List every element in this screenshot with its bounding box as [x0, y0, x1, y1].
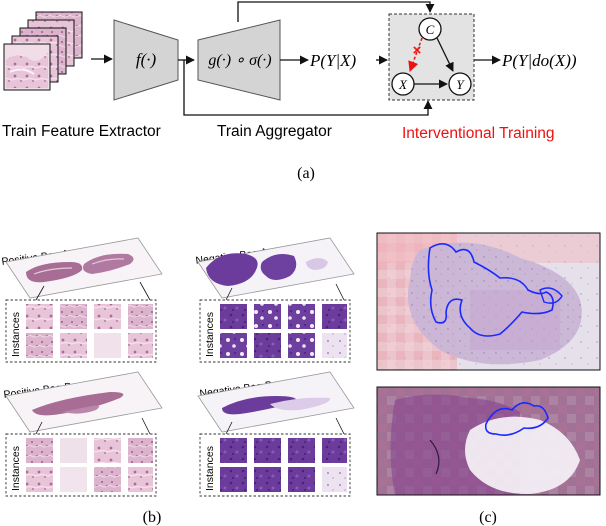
- node-c-label: C: [426, 22, 435, 37]
- label-interventional-training: Interventional Training: [402, 125, 555, 142]
- cut-mark: ×: [413, 42, 422, 59]
- tissue-neg-a-mid: [260, 254, 297, 280]
- edge-c-to-y: [436, 37, 454, 72]
- tumor-contour-2: [484, 402, 549, 436]
- label-train-feature-extractor: Train Feature Extractor: [2, 123, 161, 140]
- label-train-aggregator: Train Aggregator: [217, 123, 332, 140]
- slide-stack: [3, 11, 83, 91]
- negative-bag-b: Negative Bag B Instances: [197, 371, 355, 497]
- instance-grid-pos-b: [26, 438, 153, 492]
- instance-grid-neg-b: [220, 438, 347, 492]
- caption-a: (a): [297, 165, 315, 182]
- background-region-2: [465, 416, 580, 495]
- instances-label-neg-b: Instances: [204, 446, 216, 491]
- instances-label-neg-a: Instances: [204, 312, 216, 357]
- tissue-pos-b: [32, 392, 124, 416]
- instance-grid-pos-a: [26, 304, 153, 358]
- caption-c: (c): [479, 509, 497, 526]
- tissue-pos-a-left: [26, 262, 83, 283]
- instances-label-pos-b: Instances: [10, 446, 22, 491]
- positive-bag-b: Positive Bag B Instances: [3, 371, 163, 497]
- edge-c-to-x-cut: [408, 37, 423, 72]
- f-block-label: f(·): [136, 50, 157, 69]
- negative-bag-a: Negative Bag A Instances: [195, 237, 355, 363]
- heatmap-slide-2: [377, 387, 600, 495]
- heatmap-2-frame: [376, 386, 601, 496]
- g-block: [197, 19, 281, 101]
- node-c: [418, 17, 442, 41]
- panel-c: (c): [376, 232, 601, 526]
- tissue-neg-b-main: [222, 396, 297, 415]
- panel-a: f(·) g(·) ∘ σ(·) P(Y|X) C X Y × P(Y|do(X…: [2, 1, 577, 182]
- panel-b: Positive Bag A Instances Posit: [1, 237, 355, 526]
- heatmap-1-frame: [376, 232, 601, 371]
- observational-output: P(Y|X): [309, 51, 357, 70]
- f-block: [113, 19, 179, 101]
- g-block-label: g(·) ∘ σ(·): [208, 52, 271, 69]
- heatmap-slide-1: [377, 233, 600, 370]
- top-arrow-to-confounder: [237, 1, 435, 22]
- node-y: [448, 72, 472, 96]
- instance-grid-neg-a: [220, 304, 347, 358]
- caption-b: (b): [143, 509, 162, 526]
- instances-label-pos-a: Instances: [10, 312, 22, 357]
- interventional-output: P(Y|do(X)): [501, 51, 577, 70]
- tumor-contour-1: [427, 243, 554, 337]
- positive-bag-a: Positive Bag A Instances: [1, 237, 163, 363]
- node-y-label: Y: [456, 77, 465, 92]
- tissue-neg-a-left: [206, 253, 258, 286]
- skip-arrow-to-causal-graph: [183, 60, 433, 116]
- tissue-neg-b-tail: [270, 397, 331, 411]
- tissue-neg-a-right: [306, 258, 328, 270]
- node-x-label: X: [398, 77, 408, 92]
